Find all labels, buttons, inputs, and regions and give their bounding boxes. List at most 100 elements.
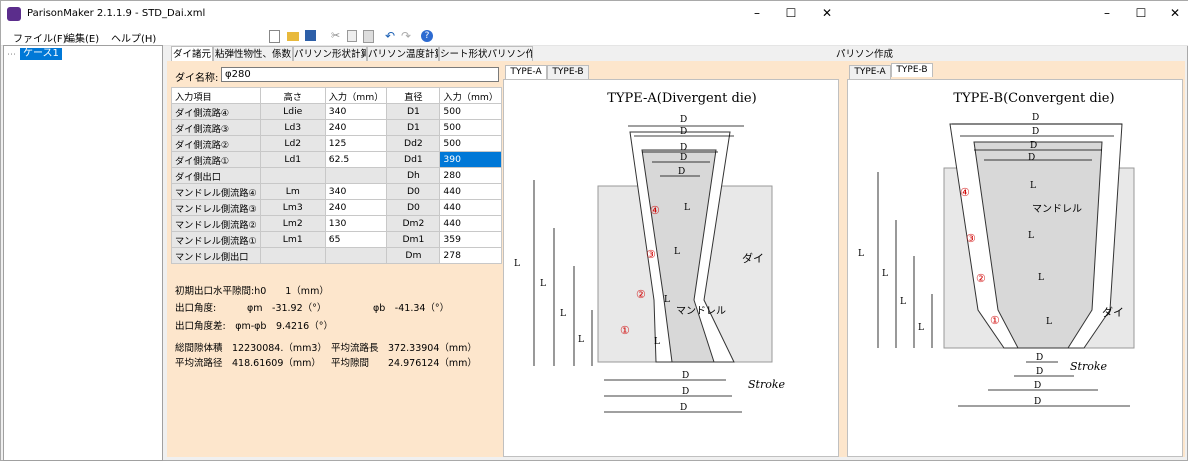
height-input [324, 247, 388, 264]
maximize-icon[interactable]: ☐ [785, 6, 797, 20]
undo-icon[interactable]: ↶ [385, 29, 396, 43]
label-b-d41: D [1034, 381, 1041, 391]
diameter-input[interactable]: 440 [439, 183, 503, 200]
phi-b-text: φb -41.34（°） [373, 303, 450, 314]
label-lm2: L [664, 295, 670, 305]
height-input[interactable]: 340 [324, 183, 388, 200]
table-row: マンドレル側流路① Lm1 65 Dm1 359 [171, 231, 503, 248]
height-input[interactable]: 65 [324, 231, 388, 248]
diameter-input[interactable]: 440 [439, 215, 503, 232]
number-b-4: ④ [960, 186, 970, 199]
row-label: マンドレル側流路③ [171, 199, 261, 216]
tree-item-case1[interactable]: ケース1 [20, 48, 62, 60]
app-icon [7, 7, 21, 21]
label-b-ld2: L [900, 297, 906, 307]
label-lm3: L [674, 247, 680, 257]
height-input[interactable]: 125 [324, 135, 388, 152]
table-row: マンドレル側流路② Lm2 130 Dm2 440 [171, 215, 503, 232]
tab-type-b[interactable]: TYPE-B [547, 65, 589, 79]
label-ld3: L [540, 279, 546, 289]
number-3: ③ [646, 248, 656, 261]
copy-icon[interactable] [347, 30, 357, 42]
cut-icon[interactable]: ✂ [331, 29, 341, 42]
label-d41: D [680, 115, 687, 125]
die-name-input[interactable]: φ280 [221, 67, 499, 82]
number-b-3: ③ [966, 232, 976, 245]
mandrel-shape [641, 149, 717, 363]
open-folder-icon[interactable] [287, 32, 299, 41]
height-symbol [259, 247, 326, 264]
height-input[interactable]: 240 [324, 119, 388, 136]
tab-parison-create[interactable]: パリソン作成 [829, 46, 893, 60]
tab-viscoelastic[interactable]: 粘弾性物性、係数 [213, 46, 293, 62]
label-ld1: L [578, 335, 584, 345]
die-label: ダイ [742, 251, 764, 265]
tab-type-a-b[interactable]: TYPE-A [849, 65, 891, 79]
circled-numbers: ④ ③ ② ① [620, 204, 660, 337]
menu-help[interactable]: ヘルプ(H) [111, 34, 157, 45]
height-input[interactable]: 62.5 [324, 151, 388, 168]
label-b-dm2: D [1030, 141, 1037, 151]
die-name-label: ダイ名称: [175, 73, 219, 84]
diameter-input[interactable]: 440 [439, 199, 503, 216]
table-row: ダイ側流路① Ld1 62.5 Dd1 390 [171, 151, 503, 168]
close-icon[interactable]: ✕ [821, 6, 833, 20]
save-icon[interactable] [305, 30, 316, 41]
label-d1: D [680, 143, 687, 153]
paste-icon[interactable] [363, 30, 374, 43]
row-label: マンドレル側出口 [171, 247, 261, 264]
tab-sheet-parison[interactable]: シート形状パリソン作成 [439, 46, 533, 62]
diameter-input[interactable]: 500 [439, 103, 503, 120]
mandrel-shape-b [973, 141, 1103, 349]
table-row: マンドレル側出口 Dm 278 [171, 247, 503, 264]
maximize-icon-2[interactable]: ☐ [1135, 6, 1147, 20]
case-tree: ⋯ ケース1 [3, 45, 163, 461]
table-row: ダイ側流路③ Ld3 240 D1 500 [171, 119, 503, 136]
diameter-input[interactable]: 500 [439, 135, 503, 152]
table-row: ダイ側流路② Ld2 125 Dd2 500 [171, 135, 503, 152]
label-d0: D [678, 167, 685, 177]
new-file-icon[interactable] [269, 30, 280, 43]
diameter-input[interactable]: 280 [439, 167, 503, 184]
tab-type-a[interactable]: TYPE-A [505, 65, 547, 79]
height-symbol: Lm3 [259, 199, 326, 216]
minimize-icon[interactable]: – [754, 6, 760, 20]
diagram-panel-type-b: TYPE-B(Convergent die) D D D D [847, 79, 1183, 457]
tab-parison-temp[interactable]: パリソン温度計算 [367, 46, 439, 62]
label-b-dm1: D [1028, 153, 1035, 163]
diameter-input[interactable]: 500 [439, 119, 503, 136]
table-header-row: 入力項目 高さ 入力（mm） 直径 入力（mm） [171, 87, 503, 104]
help-icon[interactable]: ? [421, 30, 433, 42]
tab-die-specs[interactable]: ダイ諸元 [171, 46, 213, 63]
label-b-d0: D [1032, 127, 1039, 137]
tab-parison-shape[interactable]: パリソン形状計算 [293, 46, 367, 62]
height-symbol: Ld2 [259, 135, 326, 152]
menu-edit[interactable]: 編集(E) [65, 34, 100, 45]
close-icon-2[interactable]: ✕ [1169, 6, 1181, 20]
label-lm: L [684, 203, 690, 213]
diagram-title-b: TYPE-B(Convergent die) [953, 91, 1114, 106]
height-input[interactable]: 340 [324, 103, 388, 120]
mandrel-label: マンドレル [676, 306, 726, 317]
minimize-icon-2[interactable]: – [1104, 6, 1110, 20]
label-b-d1: D [1032, 113, 1039, 123]
dim-lines-b [877, 123, 1130, 407]
label-ldie: L [514, 259, 520, 269]
tab-type-b-b[interactable]: TYPE-B [891, 63, 933, 77]
avg-gap-text: 平均隙間 24.976124（mm） [331, 358, 477, 369]
table-row: マンドレル側流路③ Lm3 240 D0 440 [171, 199, 503, 216]
height-input[interactable]: 240 [324, 199, 388, 216]
diameter-symbol: Dm1 [386, 231, 441, 248]
label-b-lm1: L [1046, 317, 1052, 327]
height-symbol: Ldie [259, 103, 326, 120]
number-4: ④ [650, 204, 660, 217]
menu-file[interactable]: ファイル(F) [13, 34, 67, 45]
diameter-input[interactable]: 359 [439, 231, 503, 248]
height-input[interactable]: 130 [324, 215, 388, 232]
diameter-input-selected[interactable]: 390 [439, 151, 503, 168]
die-spec-table: 入力項目 高さ 入力（mm） 直径 入力（mm） ダイ側流路④ Ldie 340… [171, 87, 503, 264]
redo-icon[interactable]: ↷ [401, 29, 412, 43]
diagram-panel-type-a: TYPE-A(Divergent die) D [503, 79, 839, 457]
diameter-input[interactable]: 278 [439, 247, 503, 264]
